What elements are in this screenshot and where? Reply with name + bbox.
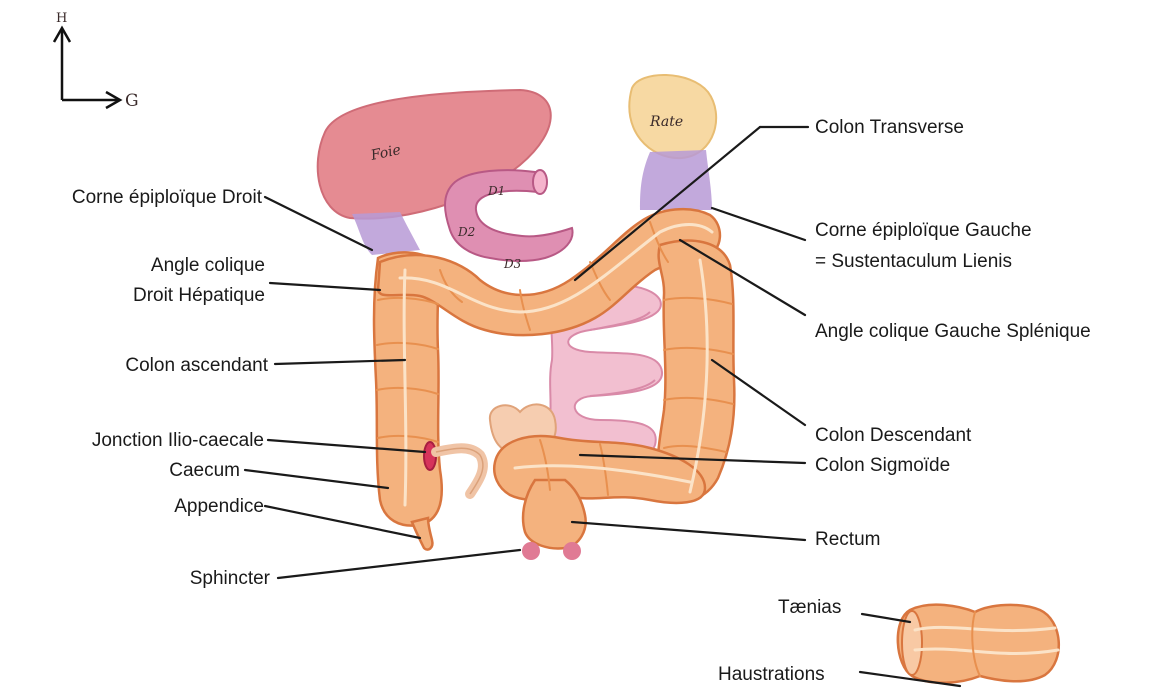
duodenum-label-2: D2 bbox=[457, 225, 475, 239]
label-caecum: Caecum bbox=[169, 460, 240, 481]
duodenum: D1 D2 D3 bbox=[445, 170, 573, 271]
label-angle-droit-line1: Angle colique bbox=[151, 255, 265, 276]
right-epiploic-ligament bbox=[352, 212, 420, 255]
label-haustrations: Haustrations bbox=[718, 664, 825, 685]
labels-left: Corne épiploïque Droit Angle colique Dro… bbox=[72, 187, 271, 589]
spleen-label: Rate bbox=[649, 114, 683, 130]
liver: Foie bbox=[318, 90, 551, 219]
label-colon-ascendant: Colon ascendant bbox=[125, 355, 268, 376]
appendix bbox=[412, 518, 432, 550]
label-corne-droit: Corne épiploïque Droit bbox=[72, 187, 263, 208]
label-angle-gauche: Angle colique Gauche Splénique bbox=[815, 321, 1091, 342]
label-corne-gauche-line1: Corne épiploïque Gauche bbox=[815, 220, 1032, 241]
label-appendice: Appendice bbox=[174, 496, 264, 517]
label-taenias: Tænias bbox=[778, 597, 841, 618]
left-epiploic-ligament bbox=[640, 150, 712, 210]
compass-right-label: G bbox=[125, 91, 139, 111]
duodenum-label-1: D1 bbox=[487, 184, 505, 198]
label-colon-transverse: Colon Transverse bbox=[815, 117, 964, 138]
compass-up-label: H bbox=[56, 11, 67, 26]
label-sphincter: Sphincter bbox=[190, 568, 271, 589]
label-angle-droit-line2: Droit Hépatique bbox=[133, 285, 265, 306]
label-rectum: Rectum bbox=[815, 529, 880, 550]
labels-right: Colon Transverse Corne épiploïque Gauche… bbox=[718, 117, 1091, 685]
orientation-compass: H G bbox=[54, 11, 139, 111]
label-colon-descendant: Colon Descendant bbox=[815, 425, 972, 446]
label-corne-gauche-line2: = Sustentaculum Lienis bbox=[815, 251, 1012, 272]
taenia-inset bbox=[898, 605, 1059, 683]
rectum bbox=[523, 480, 586, 548]
spleen: Rate bbox=[629, 75, 716, 158]
label-jonction: Jonction Ilio-caecale bbox=[92, 430, 264, 451]
duodenum-label-3: D3 bbox=[503, 257, 522, 271]
label-colon-sigmoide: Colon Sigmoïde bbox=[815, 455, 950, 476]
